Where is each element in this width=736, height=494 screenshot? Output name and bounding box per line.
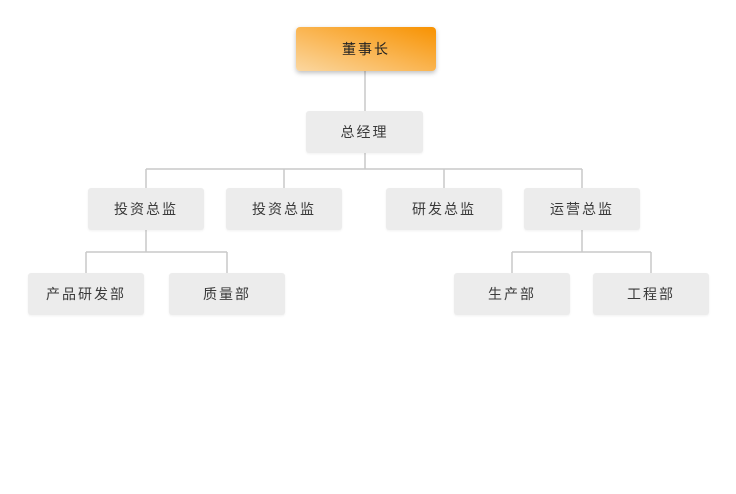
org-node-chairman[interactable]: 董事长 bbox=[296, 27, 436, 71]
org-node-production-dept-label: 生产部 bbox=[488, 286, 536, 302]
org-node-quality-dept[interactable]: 质量部 bbox=[169, 273, 285, 315]
org-node-engineering-dept[interactable]: 工程部 bbox=[593, 273, 709, 315]
org-node-general-manager-label: 总经理 bbox=[340, 124, 389, 140]
org-node-investment-director-2-label: 投资总监 bbox=[252, 201, 316, 217]
org-node-operations-director-label: 运营总监 bbox=[550, 201, 614, 217]
org-node-product-rd-dept[interactable]: 产品研发部 bbox=[28, 273, 144, 315]
org-node-rd-director[interactable]: 研发总监 bbox=[386, 188, 502, 230]
org-node-investment-director-1[interactable]: 投资总监 bbox=[88, 188, 204, 230]
org-node-product-rd-dept-label: 产品研发部 bbox=[46, 286, 126, 302]
org-node-general-manager[interactable]: 总经理 bbox=[306, 111, 423, 153]
org-node-engineering-dept-label: 工程部 bbox=[627, 286, 675, 302]
org-node-operations-director[interactable]: 运营总监 bbox=[524, 188, 640, 230]
org-node-production-dept[interactable]: 生产部 bbox=[454, 273, 570, 315]
org-node-rd-director-label: 研发总监 bbox=[412, 201, 476, 217]
org-node-investment-director-2[interactable]: 投资总监 bbox=[226, 188, 342, 230]
org-node-quality-dept-label: 质量部 bbox=[203, 286, 251, 302]
org-node-investment-director-1-label: 投资总监 bbox=[114, 201, 178, 217]
org-node-chairman-label: 董事长 bbox=[342, 41, 390, 57]
